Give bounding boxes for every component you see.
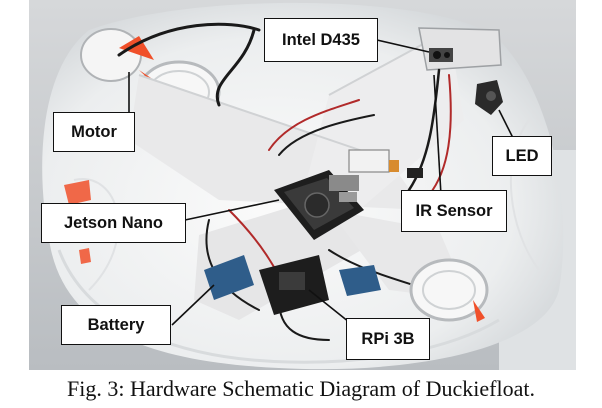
jetson-nano-board bbox=[274, 170, 364, 240]
figure-caption: Fig. 3: Hardware Schematic Diagram of Du… bbox=[67, 376, 535, 401]
label-rpi-3b: RPi 3B bbox=[346, 318, 430, 360]
intel-d435-camera bbox=[418, 27, 502, 71]
right-motor-assembly bbox=[409, 258, 489, 322]
label-jetson-nano: Jetson Nano bbox=[41, 203, 186, 243]
battery-packs bbox=[204, 255, 381, 300]
led-module bbox=[475, 80, 503, 115]
label-intel-d435: Intel D435 bbox=[264, 18, 378, 62]
label-battery: Battery bbox=[61, 305, 171, 345]
label-ir-sensor: IR Sensor bbox=[401, 190, 507, 232]
leader-lines bbox=[128, 39, 515, 326]
tape-accent-left bbox=[64, 180, 91, 205]
hardware-photo-frame: Intel D435 Motor LED IR Sensor Jetson Na… bbox=[29, 0, 576, 370]
balloon-seam-right bbox=[509, 119, 540, 271]
rpi-3b-board bbox=[259, 255, 329, 315]
tape-accent-lower bbox=[79, 248, 91, 264]
ir-sensor-module bbox=[348, 149, 423, 178]
label-led: LED bbox=[492, 136, 552, 176]
label-motor: Motor bbox=[53, 112, 135, 152]
